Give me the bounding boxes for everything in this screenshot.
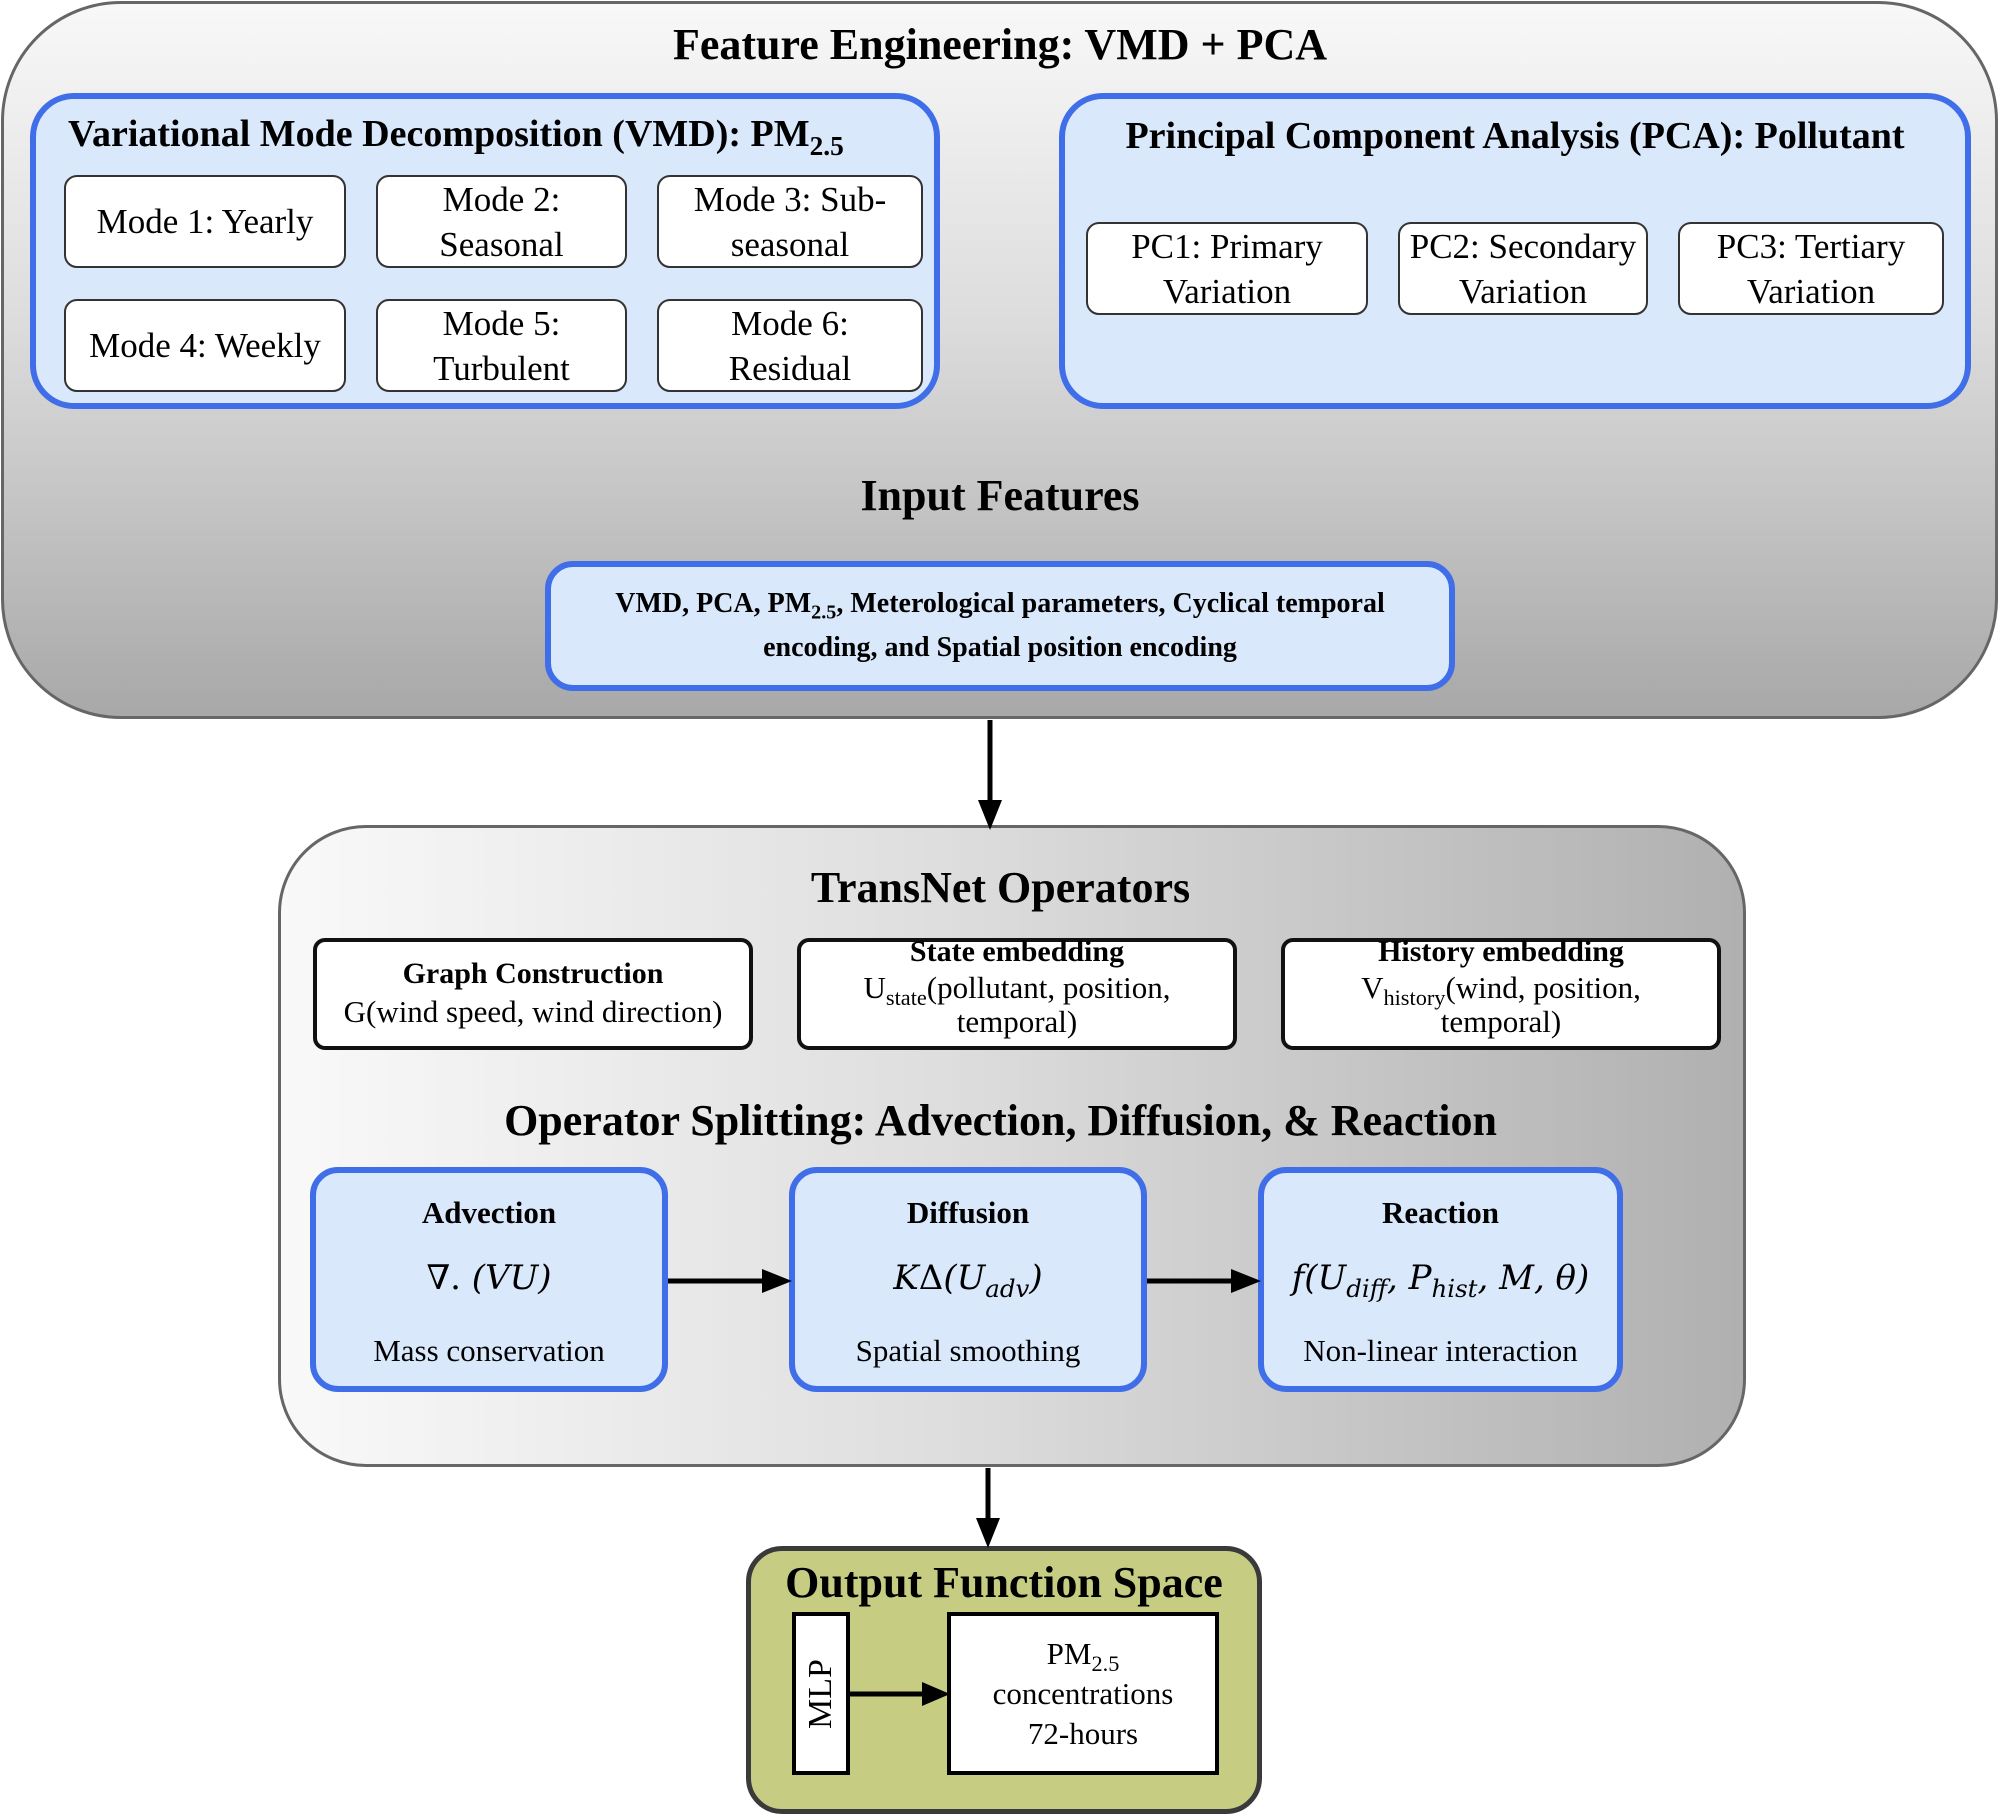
vmd-title: Variational Mode Decomposition (VMD): PM… — [68, 113, 844, 161]
history-embedding-text: Vhistory(wind, position, — [1361, 970, 1641, 1011]
vmd-mode-2: Mode 2:Seasonal — [376, 175, 627, 268]
history-embedding-title: History embedding — [1378, 935, 1624, 968]
pca-title: Principal Component Analysis (PCA): Poll… — [1125, 115, 1905, 157]
graph-construction-box: Graph Construction G(wind speed, wind di… — [313, 938, 753, 1050]
arrow-fe-to-transnet — [978, 720, 1002, 830]
transnet-title: TransNet Operators — [810, 862, 1191, 912]
advection-formula: ∇. (VU) — [426, 1258, 552, 1298]
diffusion-formula: KΔ(Uadv) — [893, 1258, 1043, 1303]
mlp-box: MLP — [792, 1612, 850, 1775]
reaction-formula: f(Udiff, Phist, M, θ) — [1291, 1258, 1590, 1303]
graph-construction-text: G(wind speed, wind direction) — [343, 994, 723, 1029]
input-features-title: Input Features — [860, 470, 1140, 520]
state-embedding-box: State embedding Ustate(pollutant, positi… — [797, 935, 1237, 1050]
advection-caption: Mass conservation — [373, 1333, 605, 1368]
state-embedding-title: State embedding — [909, 935, 1125, 968]
vmd-mode-6: Mode 6:Residual — [657, 299, 923, 392]
mlp-label: MLP — [802, 1658, 839, 1729]
vmd-mode-5: Mode 5:Turbulent — [376, 299, 627, 392]
pm25-output-box: PM2.5 concentrations 72-hours — [947, 1612, 1219, 1775]
feature-engineering-title: Feature Engineering: VMD + PCA — [672, 19, 1328, 69]
vmd-mode-1: Mode 1: Yearly — [64, 175, 346, 268]
diffusion-box: Diffusion KΔ(Uadv) Spatial smoothing — [789, 1167, 1147, 1392]
reaction-caption: Non-linear interaction — [1303, 1333, 1578, 1368]
operator-splitting-title: Operator Splitting: Advection, Diffusion… — [504, 1095, 1497, 1145]
arrow-transnet-to-output — [976, 1468, 1000, 1548]
graph-construction-title: Graph Construction — [402, 957, 664, 990]
state-embedding-text: Ustate(pollutant, position, — [863, 970, 1171, 1011]
vmd-mode-4: Mode 4: Weekly — [64, 299, 346, 392]
advection-box: Advection ∇. (VU) Mass conservation — [310, 1167, 668, 1392]
reaction-box: Reaction f(Udiff, Phist, M, θ) Non-linea… — [1258, 1167, 1623, 1392]
vmd-mode-3: Mode 3: Sub-seasonal — [657, 175, 923, 268]
input-features-box: VMD, PCA, PM2.5, Meterological parameter… — [545, 561, 1455, 691]
output-title: Output Function Space — [785, 1557, 1223, 1607]
advection-title: Advection — [421, 1195, 557, 1230]
history-embedding-box: History embedding Vhistory(wind, positio… — [1281, 935, 1721, 1050]
diffusion-title: Diffusion — [906, 1195, 1030, 1230]
diffusion-caption: Spatial smoothing — [855, 1333, 1081, 1368]
reaction-title: Reaction — [1381, 1195, 1500, 1230]
